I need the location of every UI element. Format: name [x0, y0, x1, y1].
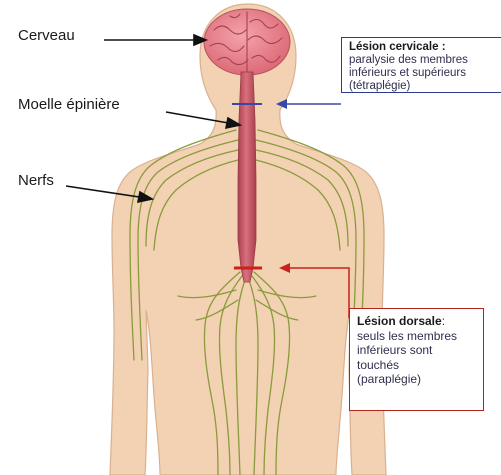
dorsal-lesion-line-1: seuls les membres [357, 329, 483, 344]
cervical-lesion-line-1: paralysie des membres [349, 54, 501, 67]
cervical-callout-arrow [276, 99, 341, 109]
dorsal-lesion-line-3: touchés [357, 358, 483, 373]
cervical-lesion-line-3: (tétraplégie) [349, 80, 501, 93]
dorsal-lesion-title: Lésion dorsale [357, 314, 442, 328]
dorsal-lesion-line-2: inférieurs sont [357, 343, 483, 358]
cervical-lesion-title: Lésion cervicale : [349, 41, 501, 54]
label-spinal-cord: Moelle épinière [18, 96, 120, 113]
dorsal-lesion-callout: Lésion dorsale: seuls les membres inféri… [349, 308, 484, 411]
dorsal-lesion-line-4: (paraplégie) [357, 372, 483, 387]
label-nerves: Nerfs [18, 172, 54, 189]
dorsal-lesion-title-suffix: : [442, 314, 445, 328]
cervical-lesion-line-2: inférieurs et supérieurs [349, 67, 501, 80]
dorsal-lesion-heading: Lésion dorsale: [357, 314, 483, 329]
label-brain: Cerveau [18, 27, 75, 44]
cervical-lesion-callout: Lésion cervicale : paralysie des membres… [341, 37, 501, 93]
